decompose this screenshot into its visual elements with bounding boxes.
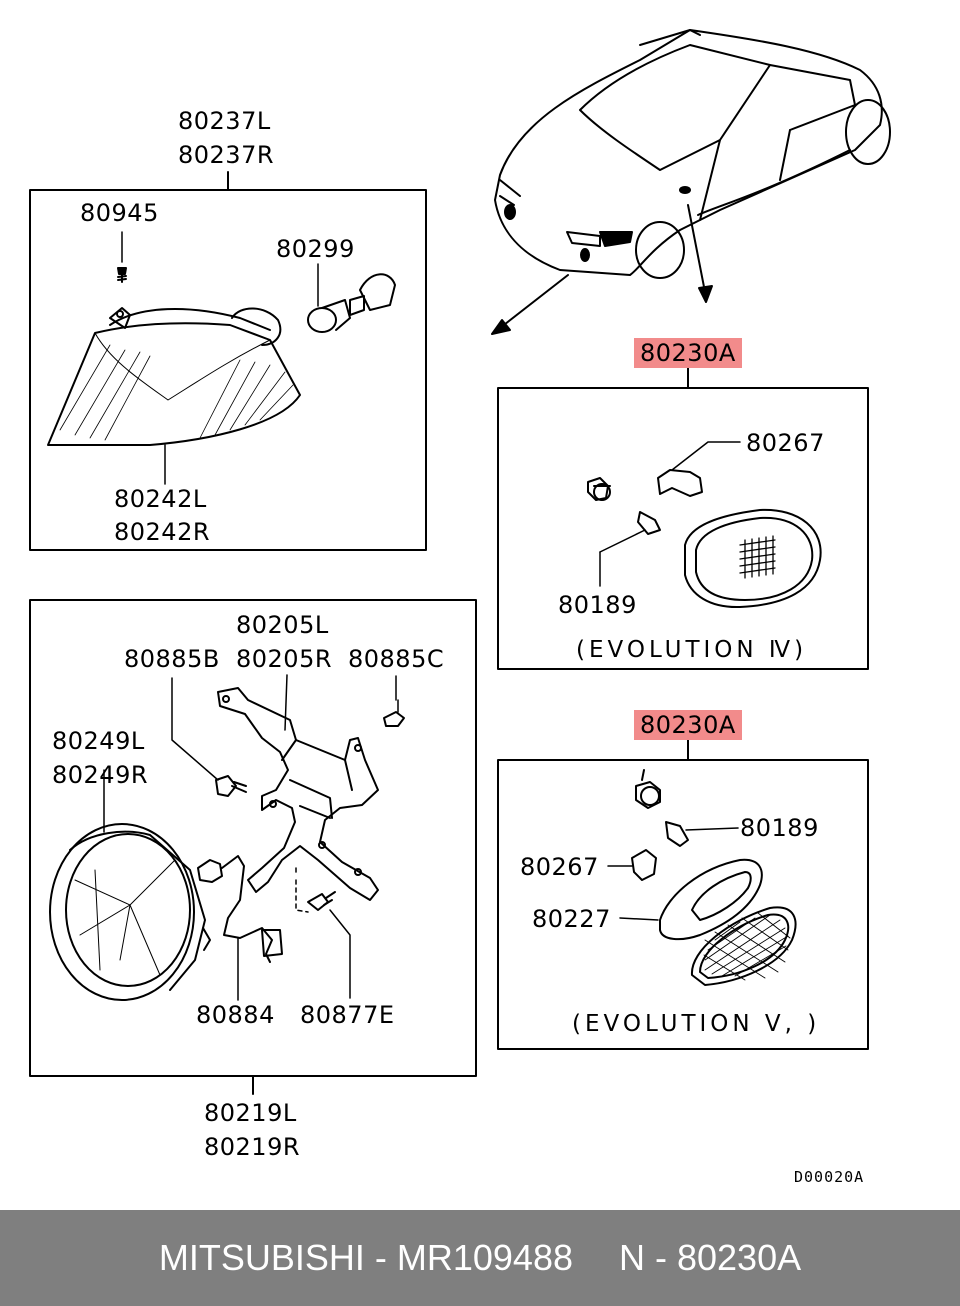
- callout-80189-evo4: 80189: [558, 591, 637, 619]
- callout-80219L: 80219L: [204, 1099, 297, 1127]
- callout-80230A-highlight-1: 80230A: [634, 338, 742, 368]
- callout-80205L: 80205L: [236, 611, 329, 639]
- callout-80227: 80227: [532, 905, 611, 933]
- callout-80884: 80884: [196, 1001, 275, 1029]
- drawing-code: D00020A: [794, 1168, 865, 1186]
- callout-80230A-highlight-2: 80230A: [634, 710, 742, 740]
- callout-80885B: 80885B: [124, 645, 220, 673]
- corner-lamp-drawing: [47, 231, 396, 485]
- car-arrows: [491, 204, 713, 335]
- footer-group-ref: N - 80230A: [619, 1237, 802, 1278]
- side-lamp-evo5-drawing: [607, 769, 797, 986]
- callout-80299: 80299: [276, 235, 355, 263]
- callout-80267-evo5: 80267: [520, 853, 599, 881]
- callout-80267-evo4: 80267: [746, 429, 825, 457]
- callout-80237R: 80237R: [178, 141, 275, 169]
- footer-part-number: MITSUBISHI - MR109488: [158, 1237, 573, 1278]
- footer-bar: MITSUBISHI - MR109488 N - 80230A: [0, 1210, 960, 1306]
- callout-80189-evo5: 80189: [740, 814, 819, 842]
- evolution-iv-note: (EVOLUTION Ⅳ): [576, 637, 808, 663]
- headlamp-drawing: [49, 674, 405, 1001]
- callout-80242L: 80242L: [114, 485, 207, 513]
- callout-80945: 80945: [80, 199, 159, 227]
- callout-80885C: 80885C: [348, 645, 445, 673]
- side-lamp-evo4-box: [497, 387, 869, 670]
- callout-80242R: 80242R: [114, 518, 211, 546]
- evolution-v-note: (EVOLUTION V, ): [572, 1011, 821, 1037]
- callout-80249R: 80249R: [52, 761, 149, 789]
- callout-80205R: 80205R: [236, 645, 333, 673]
- callout-80249L: 80249L: [52, 727, 145, 755]
- side-lamp-evo4-drawing: [587, 441, 822, 609]
- car-outline: [494, 29, 891, 279]
- callout-80237L: 80237L: [178, 107, 271, 135]
- parts-diagram-drawing: [29, 29, 891, 1095]
- callout-80877E: 80877E: [300, 1001, 395, 1029]
- side-lamp-evo5-box: [497, 759, 869, 1050]
- callout-80219R: 80219R: [204, 1133, 301, 1161]
